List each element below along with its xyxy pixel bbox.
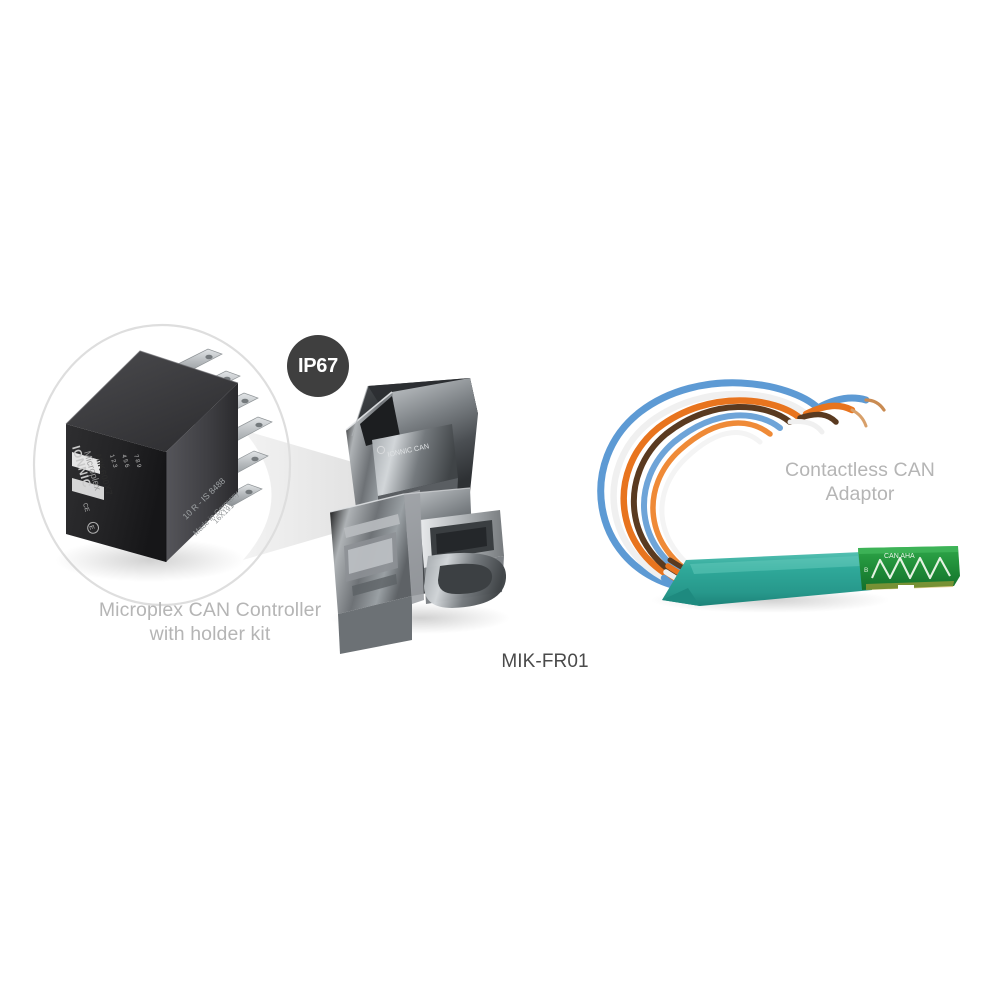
contactless-can-adaptor: CAN AHA B: [597, 379, 960, 613]
magnifier-circle: [32, 323, 292, 607]
adaptor-pcb: CAN AHA B: [858, 546, 960, 590]
svg-text:4 5 6: 4 5 6: [120, 454, 130, 469]
ip-rating-badge: IP67: [287, 335, 349, 397]
caption-microplex-can-controller: Microplex CAN Controller with holder kit: [98, 599, 322, 646]
svg-text:7 8 9: 7 8 9: [132, 454, 142, 469]
svg-text:E: E: [87, 525, 95, 531]
svg-text:1 2 3: 1 2 3: [108, 454, 118, 469]
svg-text:CE: CE: [81, 502, 90, 512]
caption-mik-fr01: MIK-FR01: [501, 651, 589, 672]
adaptor-wire-bundle: [597, 379, 886, 589]
mik-fr01-holder-kit: IONNIC CAN: [329, 378, 510, 654]
caption-contactless-can-adaptor: Contactless CAN Adaptor: [785, 459, 935, 506]
microplex-can-controller-relay: IONNIC Microplex MIK600X7 1 2 3 4 5 6 7 …: [55, 348, 273, 582]
ip-rating-badge-label: IP67: [298, 354, 338, 377]
svg-text:B: B: [864, 567, 868, 574]
svg-text:CAN AHA: CAN AHA: [884, 553, 915, 560]
